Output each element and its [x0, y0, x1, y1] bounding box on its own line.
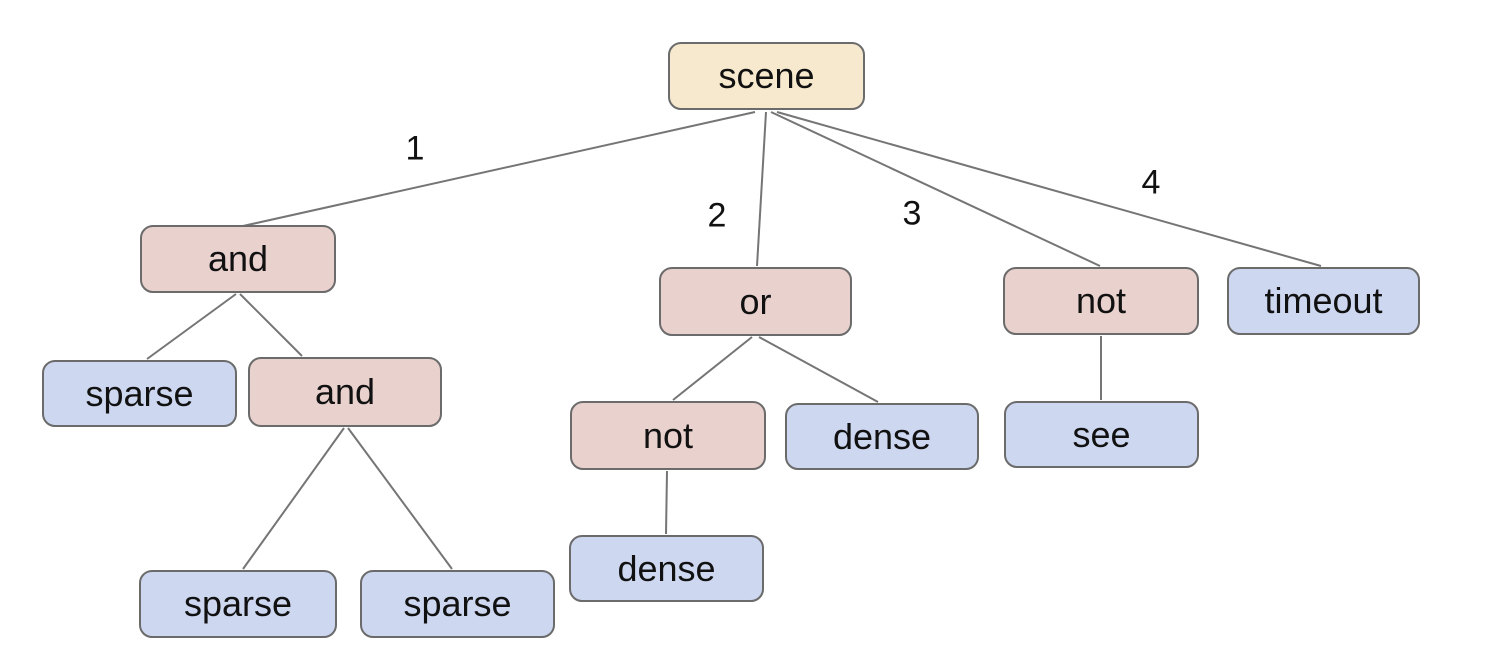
node-or: or: [659, 267, 852, 336]
node-dense-right: dense: [785, 403, 979, 470]
edge-scene-and-outer: [242, 111, 756, 227]
node-dense-bottom: dense: [569, 535, 764, 602]
edge-and-outer-and-inner: [239, 293, 303, 357]
edge-not-mid-dense-bottom: [665, 470, 668, 535]
edge-label-4: 4: [1141, 163, 1161, 202]
node-see: see: [1004, 401, 1199, 468]
node-and-outer: and: [140, 225, 336, 293]
node-not-mid: not: [570, 401, 766, 470]
edge-label-3: 3: [902, 194, 922, 233]
node-timeout: timeout: [1227, 267, 1420, 335]
edge-or-dense-right: [758, 336, 879, 403]
edge-and-inner-sparse-bottom-left: [242, 427, 345, 570]
edge-or-not-mid: [672, 336, 753, 401]
node-and-inner: and: [248, 357, 442, 427]
edge-and-outer-sparse-left: [146, 293, 237, 360]
node-sparse-bottom-right: sparse: [360, 570, 555, 638]
edge-scene-or: [756, 111, 767, 267]
edge-and-inner-sparse-bottom-right: [347, 427, 453, 570]
edge-label-2: 2: [707, 196, 727, 235]
edge-scene-timeout: [776, 111, 1322, 267]
edge-label-1: 1: [405, 129, 425, 168]
edge-scene-not-right: [770, 111, 1101, 267]
node-sparse-left: sparse: [42, 360, 237, 427]
node-sparse-bottom-left: sparse: [139, 570, 337, 638]
node-scene: scene: [668, 42, 865, 110]
node-not-right: not: [1003, 267, 1199, 335]
